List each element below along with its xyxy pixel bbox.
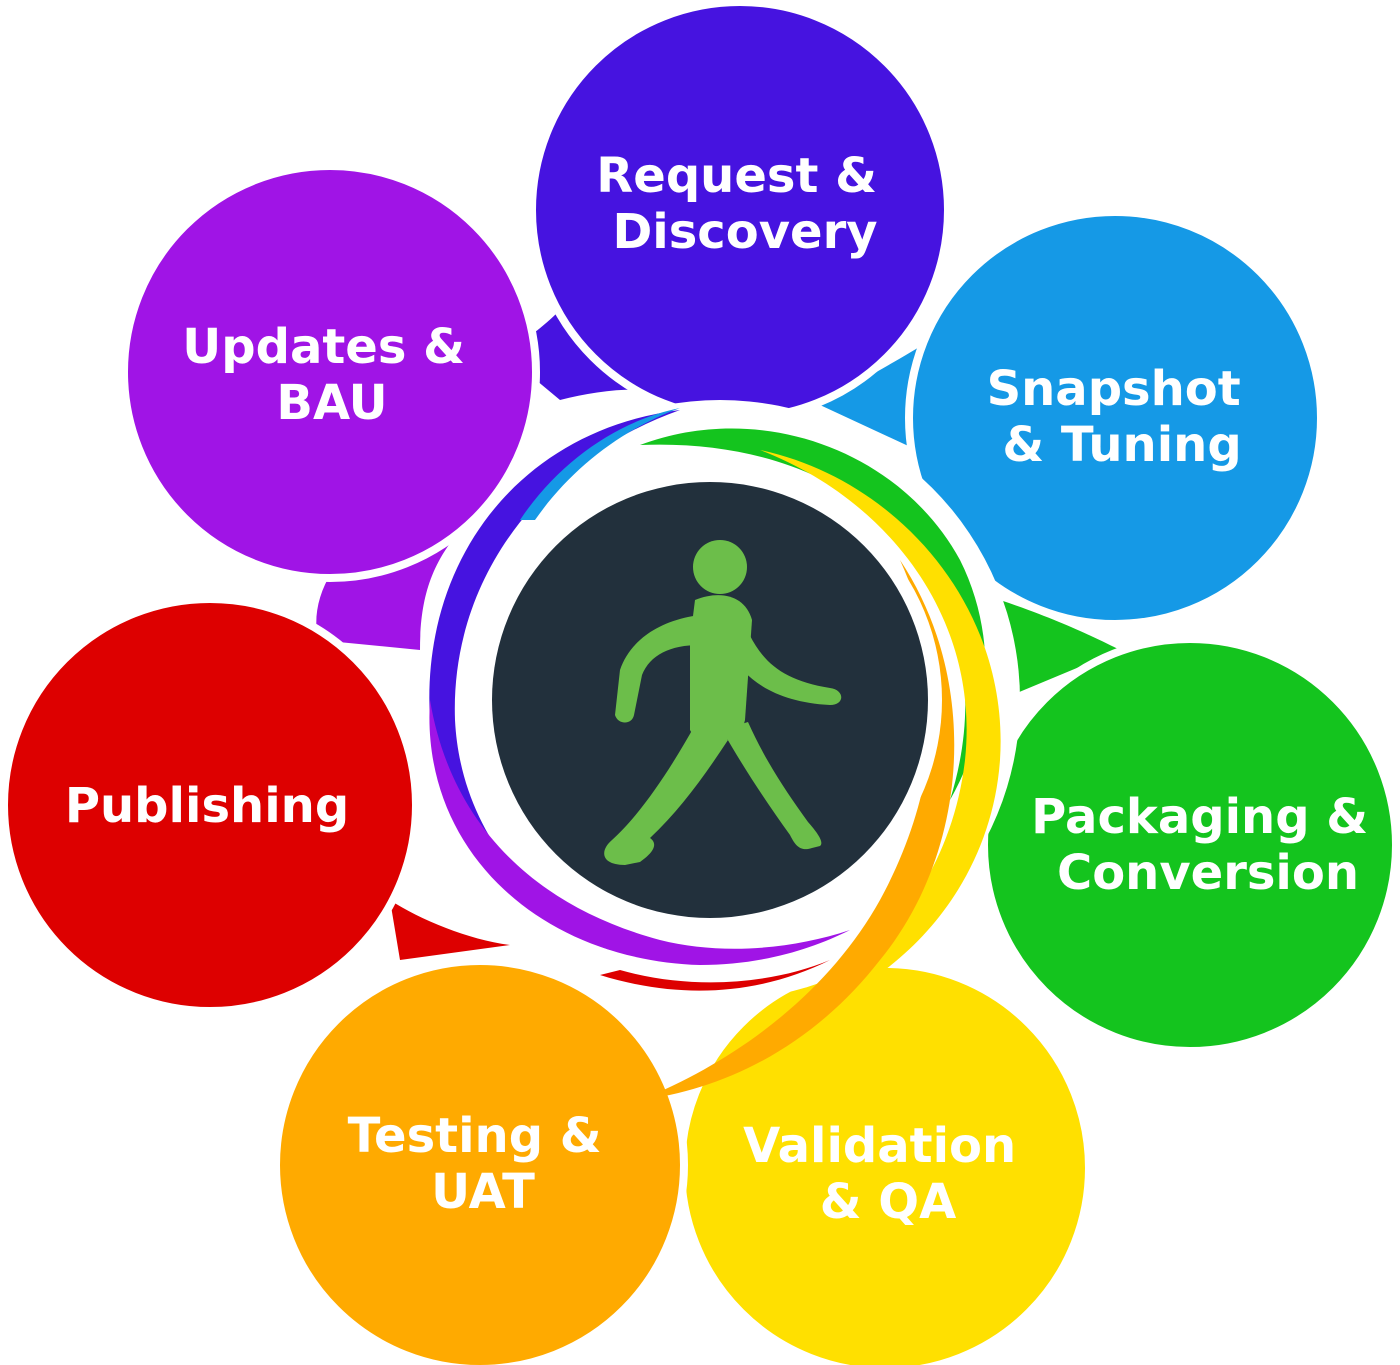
label-snapshot-line1: Snapshot	[987, 361, 1241, 417]
walking-person-icon	[604, 540, 842, 865]
label-testing-line2: UAT	[431, 1164, 535, 1220]
label-publishing: Publishing	[65, 778, 349, 834]
label-publishing-line1: Publishing	[65, 778, 349, 834]
walker-torso	[690, 595, 752, 743]
label-validation-line1: Validation	[743, 1118, 1016, 1174]
bubble-packaging[interactable]	[980, 635, 1400, 1055]
label-request-line2: Discovery	[612, 204, 877, 260]
swirl-yellow-arc	[740, 450, 1001, 1030]
swirl-orange-arc	[640, 560, 955, 1100]
bubble-updates[interactable]	[120, 162, 540, 582]
label-request-line1: Request &	[596, 148, 877, 204]
label-updates-line1: Updates &	[182, 319, 465, 375]
swirl-blue-arc	[429, 410, 680, 950]
packaging-tail	[1000, 600, 1120, 700]
label-request: Request & Discovery	[596, 148, 893, 260]
label-packaging: Packaging & Conversion	[1031, 789, 1385, 901]
stage-labels: Request & Discovery Snapshot & Tuning Pa…	[65, 148, 1385, 1230]
label-testing-line1: Testing &	[348, 1108, 602, 1164]
swirl-purple-arc	[429, 700, 850, 965]
walker-front-leg	[722, 722, 822, 850]
walker-back-leg	[604, 725, 728, 865]
walker-front-arm	[728, 625, 842, 705]
walker-back-arm	[615, 615, 700, 723]
label-packaging-line1: Packaging &	[1031, 789, 1368, 845]
swirl-red-arc	[600, 960, 830, 991]
label-snapshot: Snapshot & Tuning	[987, 361, 1258, 473]
walker-head	[693, 540, 747, 594]
label-validation: Validation & QA	[743, 1118, 1033, 1230]
bubble-publishing[interactable]	[0, 595, 420, 1015]
label-testing: Testing & UAT	[348, 1108, 619, 1220]
label-validation-line2: & QA	[820, 1174, 957, 1230]
publishing-tail	[390, 900, 510, 960]
swirl-skyblue-arc	[520, 408, 680, 520]
label-updates-line2: BAU	[276, 375, 387, 431]
label-packaging-line2: Conversion	[1057, 845, 1359, 901]
label-updates: Updates & BAU	[182, 319, 481, 431]
label-snapshot-line2: & Tuning	[1002, 417, 1241, 473]
bubble-testing[interactable]	[272, 957, 688, 1365]
bubble-snapshot[interactable]	[905, 208, 1325, 628]
